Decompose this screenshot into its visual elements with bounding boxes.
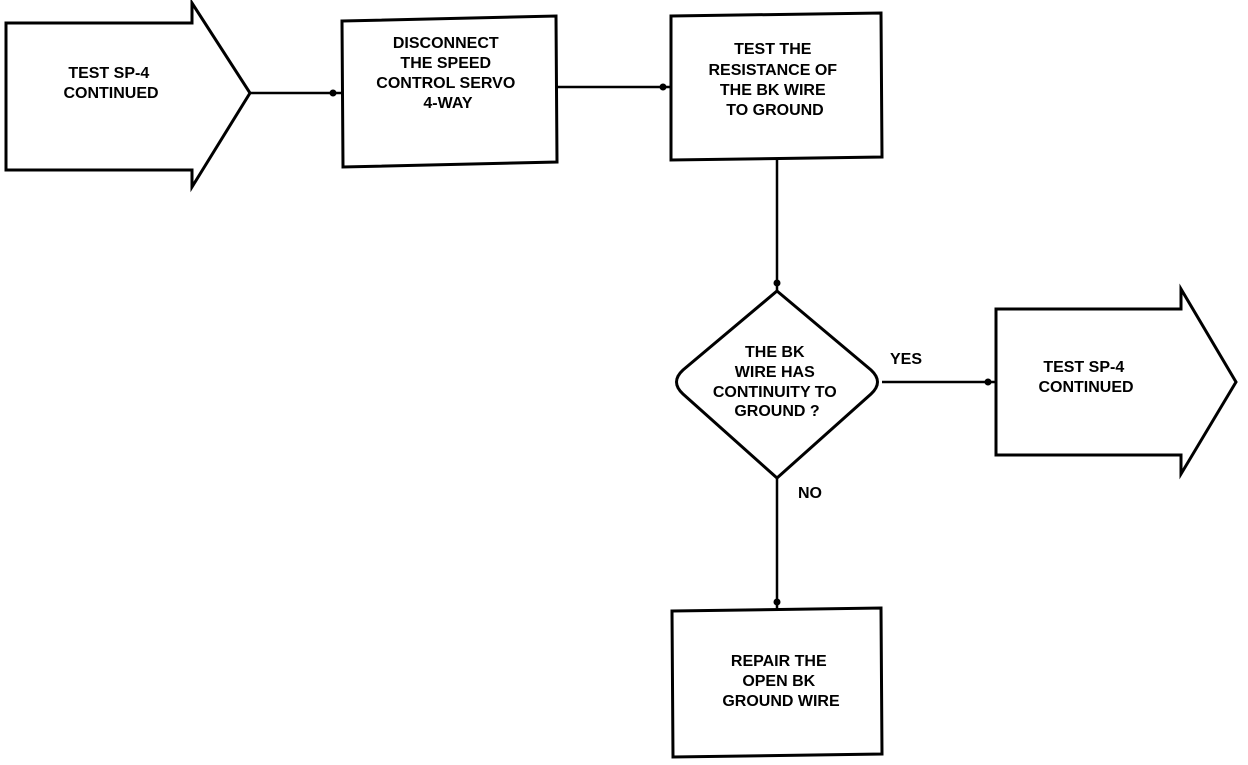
continuity-decision-diamond: THE BK WIRE HAS CONTINUITY TO GROUND ?: [675, 289, 879, 481]
continue-connector-arrow: TEST SP-4 CONTINUED: [994, 283, 1238, 480]
start-connector-arrow: TEST SP-4 CONTINUED: [4, 0, 252, 193]
connector-end-dot: [773, 598, 781, 606]
repair-ground-wire-label: REPAIR THE OPEN BK GROUND WIRE: [722, 653, 840, 710]
repair-ground-wire-box: REPAIR THE OPEN BK GROUND WIRE: [670, 606, 884, 759]
no-branch-label: NO: [798, 485, 822, 502]
start-arrow-label: TEST SP-4 CONTINUED: [63, 65, 158, 102]
connector-end-dot: [984, 378, 992, 386]
connector-end-dot: [659, 83, 667, 91]
yes-branch-label: YES: [890, 351, 922, 368]
test-resistance-label: TEST THE RESISTANCE OF THE BK WIRE TO GR…: [708, 41, 841, 119]
disconnect-servo-label: DISCONNECT THE SPEED CONTROL SERVO 4-WAY: [376, 35, 519, 112]
connector-end-dot: [773, 279, 781, 287]
continuity-decision-label: THE BK WIRE HAS CONTINUITY TO GROUND ?: [713, 344, 841, 420]
connector-end-dot: [329, 89, 337, 97]
continue-arrow-label: TEST SP-4 CONTINUED: [1038, 359, 1133, 396]
disconnect-servo-box: DISCONNECT THE SPEED CONTROL SERVO 4-WAY: [340, 14, 559, 169]
test-resistance-box: TEST THE RESISTANCE OF THE BK WIRE TO GR…: [669, 11, 884, 162]
